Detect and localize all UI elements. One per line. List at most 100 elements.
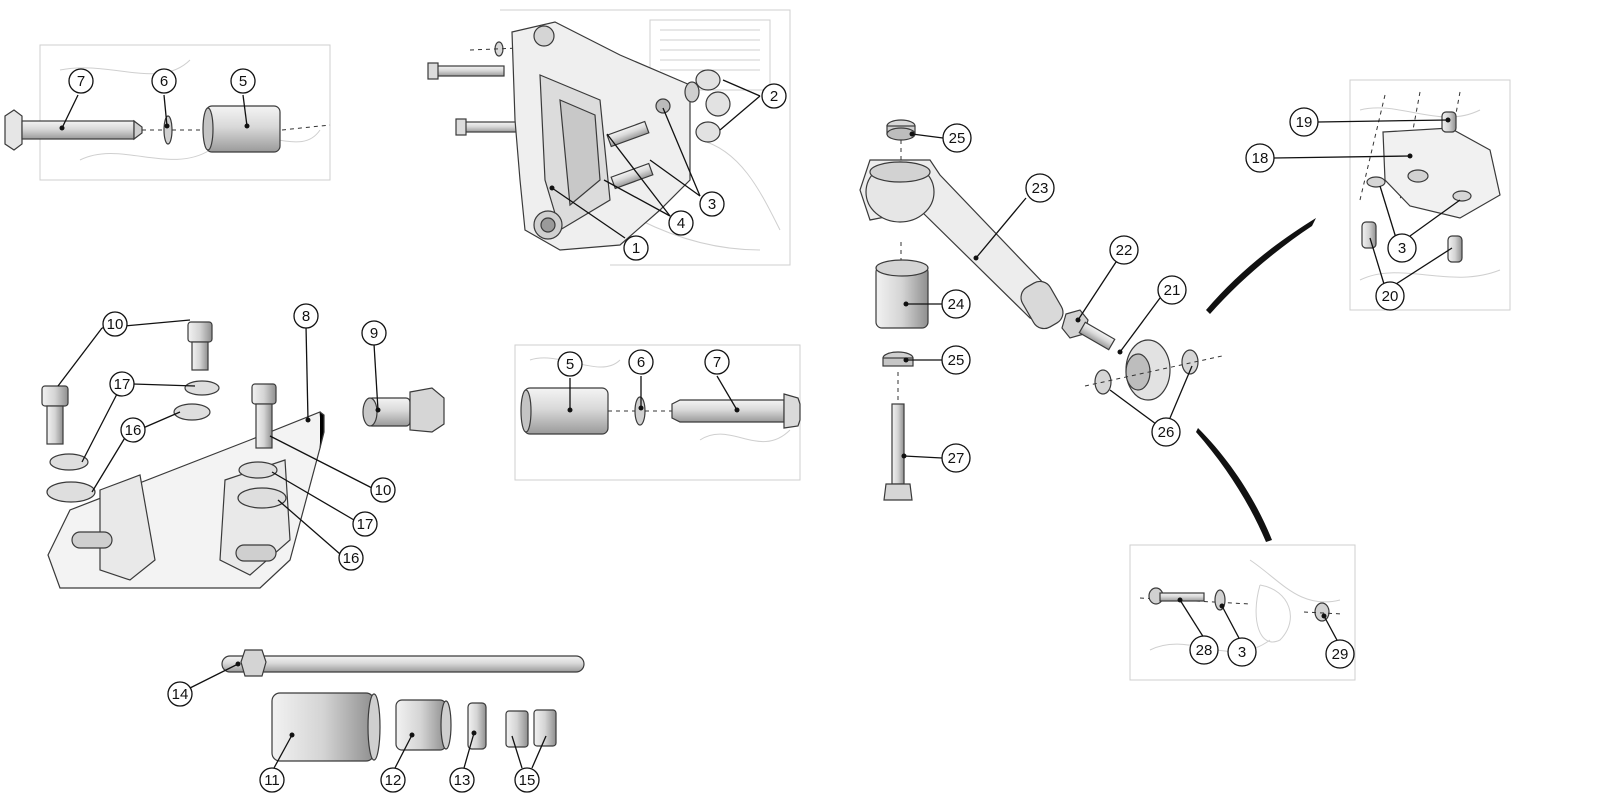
bolt-28 xyxy=(1148,587,1205,605)
callout-14: 14 xyxy=(167,681,193,707)
bracket-18 xyxy=(1382,127,1501,219)
spacers-26 xyxy=(1084,349,1223,395)
svg-text:10: 10 xyxy=(375,482,392,499)
washer-25-top xyxy=(886,119,916,141)
bushing-5 xyxy=(202,105,281,153)
callout-25-bottom: 25 xyxy=(941,345,971,375)
callout-21: 21 xyxy=(1157,275,1187,305)
svg-text:6: 6 xyxy=(160,73,168,90)
sleeve-11 xyxy=(271,692,381,762)
svg-text:20: 20 xyxy=(1382,288,1399,305)
svg-text:18: 18 xyxy=(1252,150,1269,167)
svg-text:17: 17 xyxy=(357,516,374,533)
bolt-27 xyxy=(883,403,913,501)
callout-5: 5 xyxy=(230,68,256,94)
rod-end-21 xyxy=(1078,321,1171,401)
panel-pin-assembly-top-left: 7 6 5 xyxy=(4,44,331,181)
svg-text:12: 12 xyxy=(385,772,402,789)
svg-text:9: 9 xyxy=(370,325,378,342)
bolt-7-center xyxy=(671,393,801,429)
panel-link-assembly: 25 23 22 21 24 25 26 27 xyxy=(859,119,1223,501)
bolts-left xyxy=(427,41,523,136)
spacer-13 xyxy=(467,702,487,750)
callout-7-center: 7 xyxy=(704,349,730,375)
callout-20: 20 xyxy=(1375,281,1405,311)
callout-13: 13 xyxy=(449,767,475,793)
callout-10-top: 10 xyxy=(102,311,128,337)
callout-7: 7 xyxy=(68,68,94,94)
callout-28: 28 xyxy=(1189,635,1219,665)
spacers-4 xyxy=(606,98,671,190)
svg-text:2: 2 xyxy=(770,88,778,105)
svg-text:3: 3 xyxy=(1398,240,1406,257)
bolt-7 xyxy=(4,109,143,151)
callout-2: 2 xyxy=(761,83,787,109)
callout-5-center: 5 xyxy=(557,351,583,377)
svg-text:14: 14 xyxy=(172,686,189,703)
callout-12: 12 xyxy=(380,767,406,793)
nuts-15 xyxy=(505,709,557,748)
callout-18: 18 xyxy=(1245,143,1275,173)
connector-stroke-lower xyxy=(1196,428,1272,542)
callout-29: 29 xyxy=(1325,639,1355,669)
sleeve-12 xyxy=(395,699,452,751)
callout-23: 23 xyxy=(1025,173,1055,203)
connector-stroke-upper xyxy=(1206,218,1316,314)
svg-text:6: 6 xyxy=(637,354,645,371)
callout-6-center: 6 xyxy=(628,349,654,375)
svg-text:4: 4 xyxy=(677,215,685,232)
callout-6: 6 xyxy=(151,68,177,94)
threaded-rod-14 xyxy=(221,649,585,677)
link-arm-23 xyxy=(859,159,1064,330)
callout-10-right: 10 xyxy=(370,477,396,503)
panel-bolt-bottom-right: 28 3 29 xyxy=(1129,544,1356,681)
svg-text:21: 21 xyxy=(1164,282,1181,299)
panel-bushing-pin-center: 5 6 7 xyxy=(514,344,801,481)
callout-9: 9 xyxy=(361,320,387,346)
nut-9 xyxy=(362,387,445,433)
svg-text:13: 13 xyxy=(454,772,471,789)
svg-text:7: 7 xyxy=(713,354,721,371)
svg-text:17: 17 xyxy=(114,376,131,393)
pins-20 xyxy=(1361,221,1463,263)
svg-text:3: 3 xyxy=(1238,644,1246,661)
svg-text:15: 15 xyxy=(519,772,536,789)
washers-17-and-16 xyxy=(46,380,287,509)
bushing-24 xyxy=(875,259,929,329)
callout-27: 27 xyxy=(941,443,971,473)
callout-11: 11 xyxy=(259,767,285,793)
svg-text:19: 19 xyxy=(1296,114,1313,131)
svg-text:28: 28 xyxy=(1196,642,1213,659)
svg-text:3: 3 xyxy=(708,196,716,213)
svg-text:16: 16 xyxy=(125,422,142,439)
svg-text:11: 11 xyxy=(264,772,280,789)
callout-24: 24 xyxy=(941,289,971,319)
svg-text:25: 25 xyxy=(949,130,966,147)
callout-22: 22 xyxy=(1109,235,1139,265)
svg-text:10: 10 xyxy=(107,316,124,333)
svg-text:1: 1 xyxy=(632,240,640,257)
svg-text:27: 27 xyxy=(948,450,965,467)
svg-text:8: 8 xyxy=(302,308,310,325)
svg-text:25: 25 xyxy=(948,352,965,369)
callout-3-bottom: 3 xyxy=(1227,637,1257,667)
screws-10 xyxy=(41,321,277,449)
callout-16-left: 16 xyxy=(120,417,146,443)
panel-tool-kit: 14 11 12 13 15 xyxy=(167,649,585,793)
svg-text:22: 22 xyxy=(1116,242,1133,259)
callout-4: 4 xyxy=(668,210,694,236)
svg-text:5: 5 xyxy=(566,356,574,373)
svg-text:23: 23 xyxy=(1032,180,1049,197)
callout-15: 15 xyxy=(514,767,540,793)
washers-3-right xyxy=(1366,176,1472,202)
callout-3-right: 3 xyxy=(1387,233,1417,263)
callout-1: 1 xyxy=(623,235,649,261)
callout-26: 26 xyxy=(1151,417,1181,447)
ghost-background-a xyxy=(39,44,331,181)
panel-mount-plate-left: 10 8 9 17 16 10 17 16 xyxy=(41,303,445,589)
nut-29 xyxy=(1303,602,1343,622)
svg-text:16: 16 xyxy=(343,550,360,567)
washer-6-center xyxy=(634,396,646,426)
bracket-1 xyxy=(511,21,691,251)
